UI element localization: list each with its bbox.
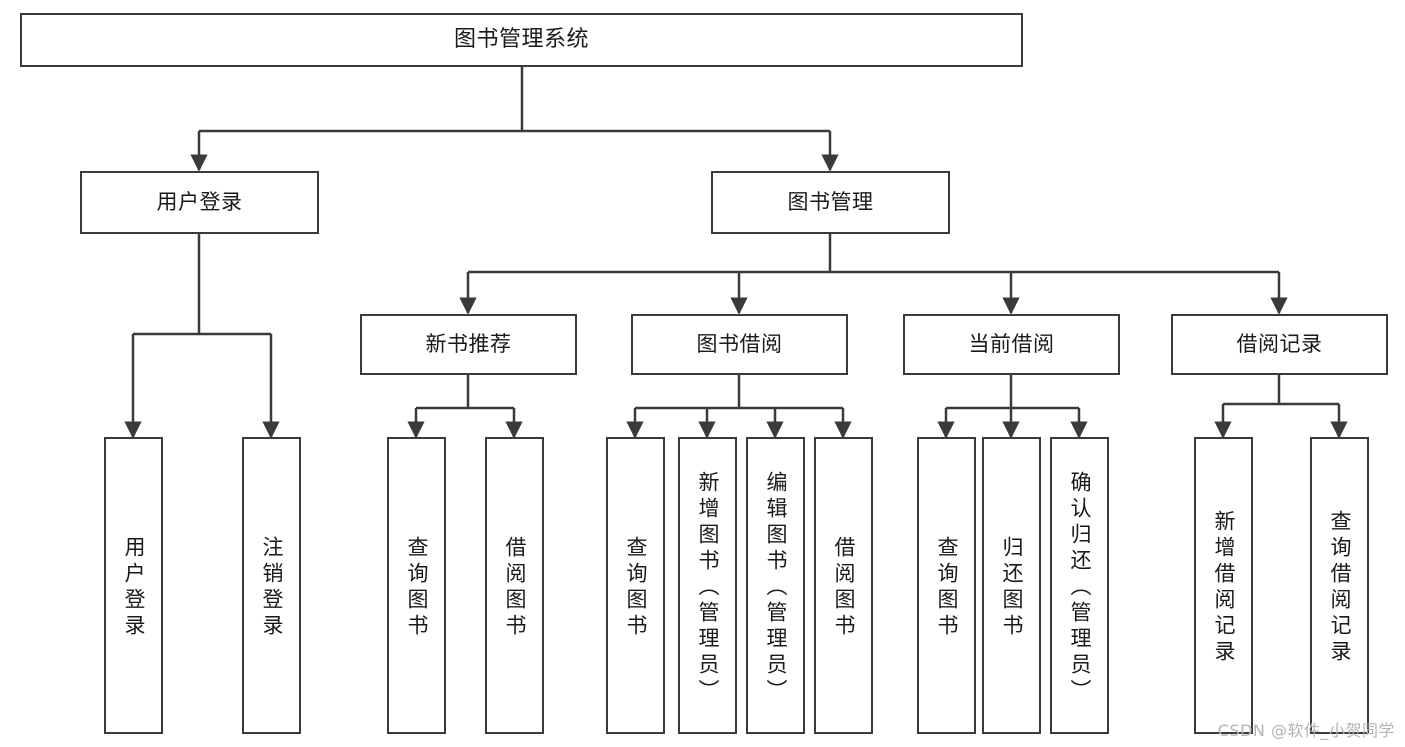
node-label: 借阅图书: [503, 535, 527, 640]
node-current-borrow[interactable]: 当前借阅: [903, 314, 1120, 375]
node-root-system[interactable]: 图书管理系统: [20, 13, 1023, 67]
node-label: 图书借阅: [696, 331, 783, 356]
node-label: 用户登录: [122, 535, 146, 640]
node-label: 确认归还（管理员）: [1068, 470, 1092, 705]
node-label: 查询图书: [935, 535, 959, 640]
node-label: 注销登录: [260, 535, 284, 640]
node-label: 图书管理: [787, 189, 874, 214]
leaf-current-borrow-return[interactable]: 归还图书: [982, 437, 1041, 734]
node-user-login[interactable]: 用户登录: [80, 171, 319, 234]
node-book-manage[interactable]: 图书管理: [711, 171, 950, 234]
node-label: 查询图书: [624, 535, 648, 640]
node-new-book-recommend[interactable]: 新书推荐: [360, 314, 577, 375]
leaf-user-login-login[interactable]: 用户登录: [104, 437, 163, 734]
node-label: 当前借阅: [968, 331, 1055, 356]
node-label: 编辑图书（管理员）: [764, 470, 788, 705]
leaf-book-borrow-edit[interactable]: 编辑图书（管理员）: [746, 437, 805, 734]
leaf-book-borrow-borrow[interactable]: 借阅图书: [814, 437, 873, 734]
node-label: 用户登录: [156, 189, 243, 214]
node-label: 图书管理系统: [453, 26, 589, 52]
node-label: 新增借阅记录: [1212, 509, 1236, 666]
leaf-new-book-query[interactable]: 查询图书: [387, 437, 446, 734]
leaf-current-borrow-query[interactable]: 查询图书: [917, 437, 976, 734]
leaf-borrow-record-query[interactable]: 查询借阅记录: [1310, 437, 1369, 734]
node-label: 查询图书: [405, 535, 429, 640]
leaf-user-login-logout[interactable]: 注销登录: [242, 437, 301, 734]
leaf-current-borrow-confirm[interactable]: 确认归还（管理员）: [1050, 437, 1109, 734]
leaf-book-borrow-query[interactable]: 查询图书: [606, 437, 665, 734]
node-label: 查询借阅记录: [1328, 509, 1352, 666]
leaf-book-borrow-add[interactable]: 新增图书（管理员）: [678, 437, 737, 734]
node-borrow-record[interactable]: 借阅记录: [1171, 314, 1388, 375]
node-label: 借阅记录: [1236, 331, 1323, 356]
leaf-new-book-borrow[interactable]: 借阅图书: [485, 437, 544, 734]
csdn-watermark: CSDN @软件_小贺同学: [1217, 721, 1395, 740]
node-label: 新增图书（管理员）: [696, 470, 720, 705]
node-book-borrow[interactable]: 图书借阅: [631, 314, 848, 375]
node-label: 新书推荐: [425, 331, 512, 356]
node-label: 归还图书: [1000, 535, 1024, 640]
leaf-borrow-record-add[interactable]: 新增借阅记录: [1194, 437, 1253, 734]
node-label: 借阅图书: [832, 535, 856, 640]
